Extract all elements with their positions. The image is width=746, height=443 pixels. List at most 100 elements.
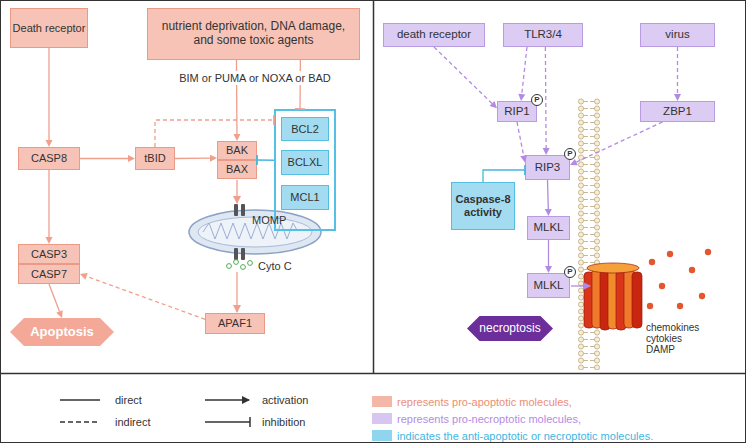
legend-text: direct [115, 394, 142, 406]
connector [257, 155, 274, 165]
legend-text: indirect [115, 416, 150, 428]
phospho-mark: P [564, 148, 576, 160]
pro-necroptotic-box: ZBP1 [640, 101, 715, 122]
dot [689, 267, 695, 273]
connector [46, 170, 53, 244]
trigger-box: Death receptor [10, 8, 88, 48]
legend-text: activation [262, 394, 308, 406]
connector-line [434, 47, 492, 103]
connector [543, 47, 550, 155]
pro-apoptotic-box: APAF1 [205, 313, 265, 334]
connector [545, 180, 552, 216]
node-label: MLKL [533, 279, 563, 292]
legend-swatch [372, 396, 392, 407]
mito-outer [189, 210, 321, 254]
trigger-box: nutrient deprivation, DNA damage, and so… [147, 8, 360, 60]
legend-text: represents pro-apoptotic molecules, [397, 396, 572, 408]
node-label: APAF1 [218, 317, 252, 330]
connector-line [522, 47, 527, 94]
pro-necroptotic-box: RIP3 [525, 155, 570, 180]
connector-line [547, 180, 549, 209]
connector-line [257, 159, 274, 161]
legend-text: represents pro-necroptotic molecules, [397, 413, 581, 425]
node-label: CASP8 [31, 152, 67, 165]
node-label: necroptosis [479, 322, 540, 336]
connector-line [49, 284, 60, 311]
arrow-head [545, 266, 552, 273]
pore [241, 248, 245, 260]
trigger-box: TLR3/4 [503, 23, 583, 47]
pro-apoptotic-box: BAX [217, 160, 257, 179]
pro-apoptotic-box: CASP3 [18, 244, 80, 264]
pore-top [587, 263, 639, 273]
arrow-head [80, 273, 88, 280]
arrow-head [490, 101, 497, 108]
legend-sample [60, 399, 100, 400]
connector-line [548, 240, 549, 266]
anti-apoptotic-box: BCL2 [281, 117, 329, 141]
legend-sample [60, 421, 100, 422]
cyto-c-molecules [227, 260, 253, 270]
group-box: BCL2BCLXLMCL1 [274, 109, 336, 231]
connector-line [677, 47, 678, 94]
connector [518, 47, 527, 101]
arrow-head [233, 134, 240, 141]
node-label: death receptor [397, 28, 471, 41]
connector-line [48, 48, 49, 140]
arrow [236, 180, 237, 203]
node-label: MCL1 [290, 191, 319, 204]
dot [705, 249, 711, 255]
connector-line [48, 170, 49, 237]
connector-line [175, 158, 210, 160]
arrow [236, 272, 237, 312]
arrow-head [46, 140, 53, 147]
dot [667, 251, 673, 257]
connector [175, 155, 217, 162]
trigger-box: death receptor [383, 23, 485, 47]
arrow-head [518, 94, 525, 101]
outcome-hexagon: Apoptosis [10, 318, 114, 346]
mitochondrion [189, 204, 321, 260]
released-molecules [647, 249, 711, 309]
node-label: Caspase-8 activity [452, 193, 514, 218]
connector-line [545, 47, 547, 148]
legend-swatch [372, 430, 392, 441]
node-label: CASP3 [31, 248, 67, 261]
pore [234, 248, 238, 260]
legend-text: indicates the anti-apoptotic or necropto… [397, 430, 653, 442]
connector [434, 47, 497, 108]
connector [46, 48, 53, 147]
legend-sample [205, 421, 250, 422]
connector [80, 273, 205, 319]
connector [49, 284, 63, 318]
pro-necroptotic-box: MLKL [527, 216, 570, 240]
node-label: RIP3 [535, 161, 561, 174]
node-label: BAX [226, 163, 248, 176]
panel-divider [373, 0, 375, 373]
pro-apoptotic-box: tBID [135, 147, 175, 170]
dot [699, 293, 705, 299]
trigger-box: virus [640, 23, 715, 47]
legend-sample [249, 417, 251, 427]
panel-divider [0, 373, 746, 375]
connector [570, 122, 663, 165]
arrow-head [674, 94, 681, 101]
dot [659, 283, 665, 289]
pro-necroptotic-box: RIP1 [497, 101, 537, 122]
node-label: BCL2 [291, 123, 319, 136]
arrow-head [56, 310, 63, 318]
node-label: RIP1 [504, 105, 530, 118]
dot [647, 303, 653, 309]
membrane [578, 98, 600, 370]
mlkl-pore [584, 263, 642, 330]
hexagon-shape [10, 318, 114, 346]
pore-unit [632, 272, 642, 328]
node-label: nutrient deprivation, DNA damage, and so… [152, 20, 355, 48]
anti-necroptotic-box: Caspase-8 activity [451, 182, 515, 230]
connector [483, 165, 525, 182]
connector-line [576, 122, 662, 162]
connector-line [80, 158, 128, 159]
connector-line [87, 276, 205, 319]
